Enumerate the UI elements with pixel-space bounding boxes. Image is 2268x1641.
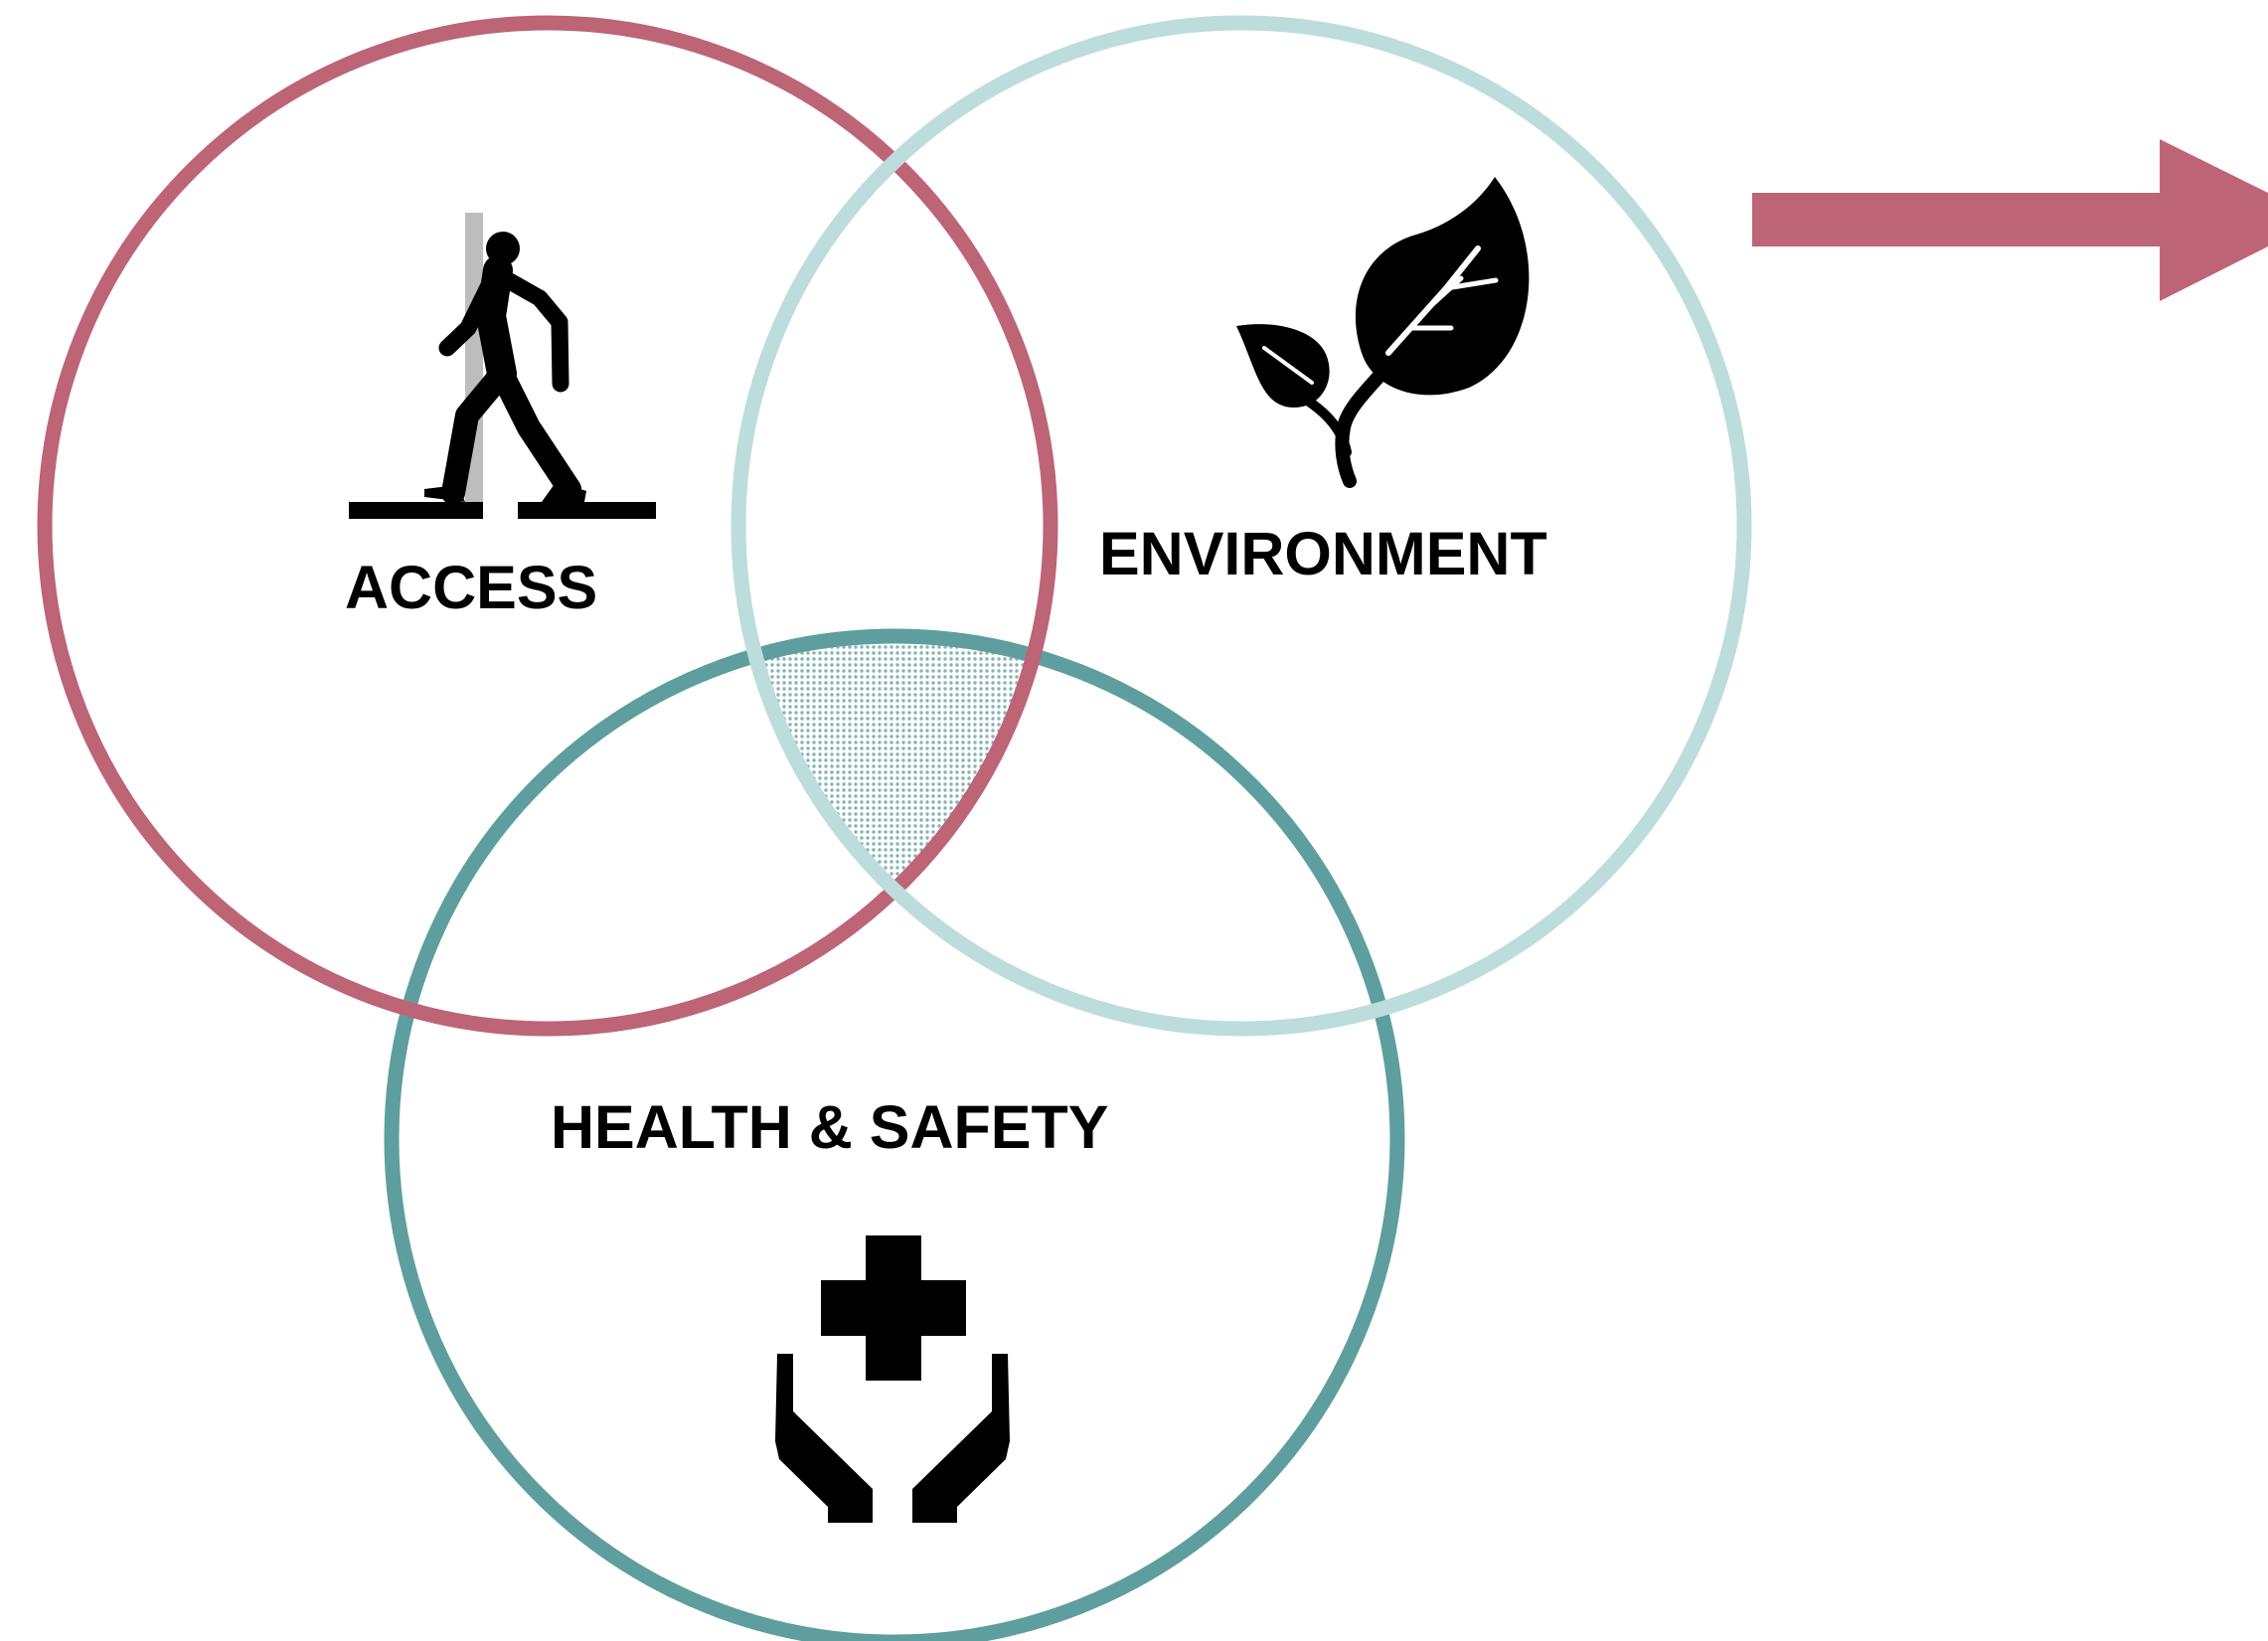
environment-circle xyxy=(730,15,1752,1037)
health-safety-circle xyxy=(384,628,1405,1641)
environment-label: ENVIRONMENT xyxy=(1099,520,1547,587)
access-circle xyxy=(37,15,1058,1037)
right-arrow-icon xyxy=(1752,139,2268,301)
walking-person-icon xyxy=(349,213,656,519)
leaf-sprout-icon xyxy=(1236,177,1530,488)
access-label: ACCESS xyxy=(345,554,597,621)
hands-holding-cross-icon xyxy=(775,1235,1010,1523)
health-safety-label: HEALTH & SAFETY xyxy=(551,1093,1108,1161)
